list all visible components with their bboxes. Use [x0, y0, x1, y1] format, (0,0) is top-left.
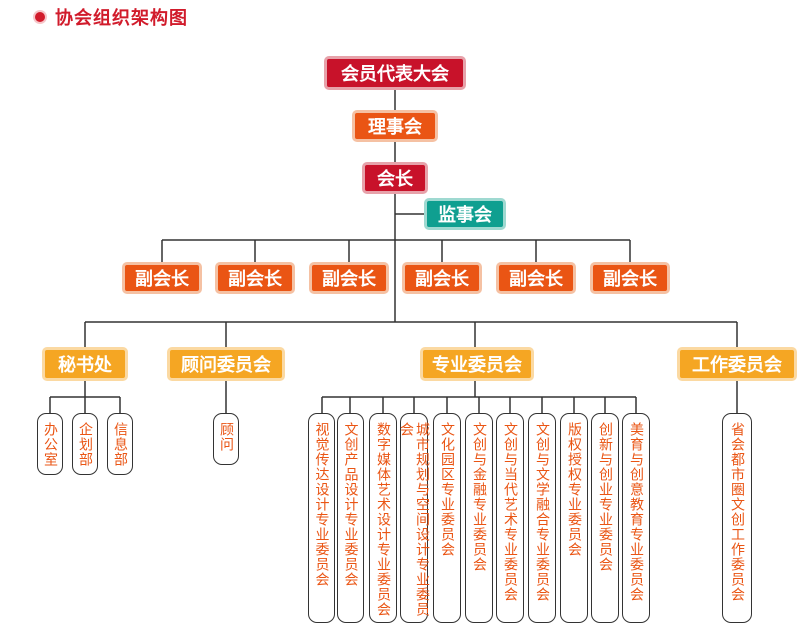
sub-committee: 文创与文学融合专业委员会 — [528, 413, 556, 623]
bullet-dot-icon — [35, 12, 45, 22]
node-president: 会长 — [362, 162, 428, 194]
sub-committee: 文创与金融专业委员会 — [465, 413, 493, 623]
node-professional-committee: 专业委员会 — [420, 347, 534, 381]
sub-committee-label: 省会都市圈文创工作委员会 — [729, 422, 745, 602]
node-council-label: 理事会 — [368, 117, 422, 138]
sub-committee: 文化园区专业委员会 — [433, 413, 461, 623]
node-advisory-committee: 顾问委员会 — [167, 347, 285, 381]
sub-committee: 视觉传达设计专业委员会 — [308, 413, 335, 623]
node-congress-label: 会员代表大会 — [341, 64, 449, 85]
sub-unit-label: 信息部 — [112, 422, 128, 467]
sub-committee-label: 美育与创意教育专业委员会 — [628, 422, 644, 602]
sub-committee-label: 版权授权专业委员会 — [566, 422, 582, 557]
sub-committee-label: 文创产品设计专业委员会 — [342, 422, 359, 587]
sub-committee-label: 创新与创业专业委员会 — [597, 422, 613, 572]
work-label: 工作委员会 — [692, 355, 782, 376]
node-work-committee: 工作委员会 — [677, 347, 797, 381]
sub-committee-label: 文化园区专业委员会 — [439, 422, 455, 557]
page-title: 协会组织架构图 — [55, 8, 188, 29]
sub-committee-label: 视觉传达设计专业委员会 — [313, 422, 330, 587]
node-vice-president: 副会长 — [402, 262, 482, 294]
node-supervisory: 监事会 — [424, 198, 506, 230]
sub-unit-label: 顾问 — [218, 422, 234, 452]
sub-committee-label: 文创与文学融合专业委员会 — [534, 422, 550, 602]
sub-committee: 文创与当代艺术专业委员会 — [496, 413, 524, 623]
vice-president-label: 副会长 — [603, 269, 657, 290]
node-president-label: 会长 — [377, 169, 413, 190]
node-secretariat: 秘书处 — [42, 347, 128, 381]
node-congress: 会员代表大会 — [324, 56, 466, 90]
sub-unit: 办公室 — [37, 413, 63, 475]
node-vice-president: 副会长 — [215, 262, 295, 294]
node-vice-president: 副会长 — [590, 262, 670, 294]
sub-unit: 企划部 — [72, 413, 98, 475]
sub-unit-label: 企划部 — [77, 422, 93, 467]
sub-committee-label: 文创与金融专业委员会 — [471, 422, 487, 572]
sub-committee-label: 文创与当代艺术专业委员会 — [502, 422, 518, 602]
sub-committee: 版权授权专业委员会 — [560, 413, 588, 623]
secretariat-label: 秘书处 — [58, 355, 112, 376]
node-vice-president: 副会长 — [496, 262, 576, 294]
header: 协会组织架构图 — [35, 4, 188, 30]
vice-president-label: 副会长 — [135, 269, 189, 290]
sub-committee: 文创产品设计专业委员会 — [337, 413, 364, 623]
node-vice-president: 副会长 — [122, 262, 202, 294]
sub-committee: 省会都市圈文创工作委员会 — [722, 413, 752, 623]
professional-label: 专业委员会 — [432, 355, 522, 376]
advisory-label: 顾问委员会 — [181, 355, 271, 376]
sub-unit: 信息部 — [107, 413, 133, 475]
node-supervisory-label: 监事会 — [438, 205, 492, 226]
sub-committee: 城市规划与空间设计专业委员会 — [398, 413, 430, 623]
vice-president-label: 副会长 — [228, 269, 282, 290]
sub-unit: 顾问 — [213, 413, 239, 465]
node-council: 理事会 — [352, 110, 438, 142]
sub-committee-label: 数字媒体艺术设计专业委员会 — [375, 422, 391, 617]
sub-committee: 数字媒体艺术设计专业委员会 — [369, 413, 397, 623]
sub-unit-label: 办公室 — [42, 422, 58, 467]
sub-committee-label: 城市规划与空间设计专业委员会 — [398, 422, 430, 617]
node-vice-president: 副会长 — [309, 262, 389, 294]
vice-president-label: 副会长 — [415, 269, 469, 290]
sub-committee: 创新与创业专业委员会 — [591, 413, 619, 623]
vice-president-label: 副会长 — [509, 269, 563, 290]
sub-committee: 美育与创意教育专业委员会 — [622, 413, 650, 623]
vice-president-label: 副会长 — [322, 269, 376, 290]
